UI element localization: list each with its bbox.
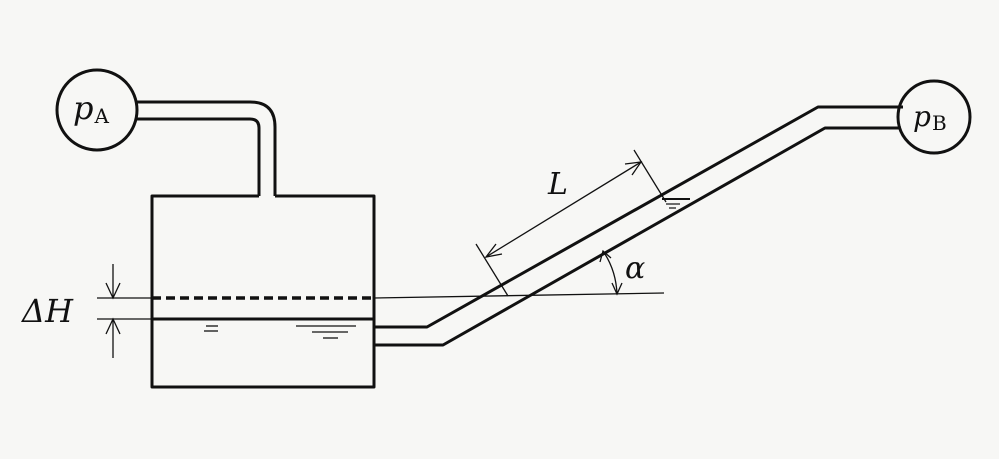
length-label: L [548, 167, 568, 202]
gauge-b-symbol: p [913, 100, 931, 133]
tube-surface-marker [666, 203, 680, 209]
delta-h-dimension [97, 264, 152, 358]
gauge-b-label: pB [913, 100, 947, 135]
inclined-tube-wall-upper [374, 105, 903, 329]
tank [150, 194, 376, 389]
angle-arc [599, 249, 623, 296]
delta-h-label: ΔH [22, 292, 74, 330]
gauge-a-symbol: p [73, 89, 94, 127]
surface-marker-small [204, 325, 218, 332]
reference-line [373, 292, 665, 299]
inclined-tube-wall-lower [374, 126, 901, 347]
angle-label: α [625, 251, 646, 286]
length-dimension [475, 149, 667, 297]
gauge-b-subscript: B [931, 111, 947, 135]
surface-marker-large [296, 325, 356, 339]
gauge-a-subscript: A [94, 104, 109, 128]
gauge-a-label: pA [73, 92, 109, 126]
gauge-a-circle [55, 68, 139, 152]
gauge-b-circle [896, 79, 972, 155]
gauge-a-pipe [136, 100, 277, 196]
